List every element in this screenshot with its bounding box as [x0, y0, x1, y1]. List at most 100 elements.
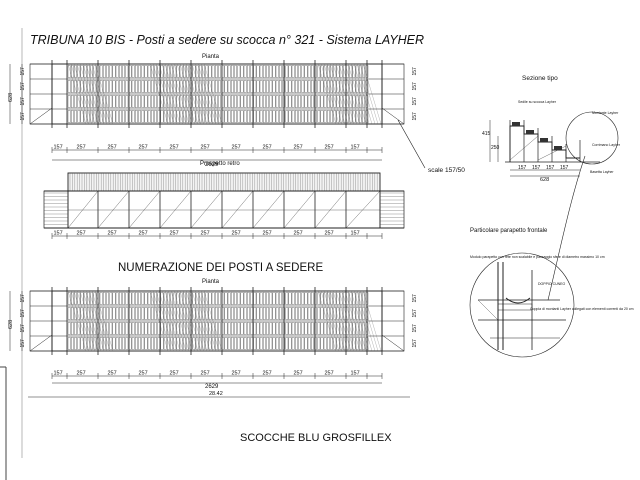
- plan-seat: [112, 110, 116, 123]
- plan-seat: [160, 80, 164, 93]
- plan-seat: [301, 95, 305, 108]
- plan-hatch: [161, 63, 181, 125]
- plan-seat: [147, 322, 151, 335]
- plan-seat: [99, 80, 103, 93]
- plan-hatch: [329, 63, 349, 125]
- plan-seat: [256, 322, 260, 335]
- plan-seat: [298, 337, 301, 350]
- plan-seat: [288, 110, 292, 123]
- section-bottom-dim-3: 157: [546, 165, 555, 171]
- plan-seat: [122, 292, 125, 305]
- parapet-brace: [477, 299, 499, 321]
- plan-seat: [272, 337, 276, 350]
- plan-seat: [349, 80, 353, 93]
- plan-hatch: [176, 63, 196, 125]
- plan-seat: [125, 292, 129, 305]
- plan-seat: [173, 65, 177, 78]
- plan-seat: [211, 110, 215, 123]
- plan-seat: [186, 95, 189, 108]
- plan-seat: [323, 65, 327, 78]
- plan-seat: [119, 95, 122, 108]
- plan-seat: [320, 95, 324, 108]
- plan-seat: [240, 80, 244, 93]
- plan-seat: [263, 307, 266, 320]
- plan-seat: [247, 337, 250, 350]
- plan-hatch: [70, 290, 90, 352]
- plan-seat: [170, 307, 173, 320]
- plan-seat: [128, 337, 132, 350]
- plan-seat: [77, 337, 81, 350]
- plan-seat: [275, 65, 279, 78]
- plan-seat: [279, 322, 282, 335]
- plan-seat: [269, 322, 273, 335]
- plan-seat: [269, 65, 273, 78]
- plan-hatch: [185, 290, 205, 352]
- plan-seat: [189, 95, 193, 108]
- plan-seat: [112, 95, 116, 108]
- plan-hatch: [191, 290, 211, 352]
- bay-dim-label: 257: [232, 145, 241, 151]
- plan-hatch: [185, 63, 205, 125]
- bay-dim-label: 257: [201, 145, 210, 151]
- elevation-brace: [345, 190, 381, 229]
- plan-seat: [330, 110, 333, 123]
- plan-seat: [237, 307, 241, 320]
- plan-seat: [298, 80, 301, 93]
- plan-seat: [218, 95, 221, 108]
- plan-seat: [87, 322, 90, 335]
- plan-seat: [259, 110, 263, 123]
- plan-hatch: [182, 290, 202, 352]
- section-note-base: Basetta Layher: [590, 170, 614, 174]
- plan-seat: [301, 322, 305, 335]
- plan-seat: [288, 322, 292, 335]
- plan-hatch: [152, 290, 172, 352]
- plan-seat: [106, 322, 109, 335]
- plan-seat: [77, 292, 81, 305]
- bay-dim-label: 257: [170, 371, 179, 377]
- plan-seat: [215, 110, 218, 123]
- plan-seat: [291, 95, 295, 108]
- plan-seat: [339, 307, 343, 320]
- plan-seat: [186, 110, 189, 123]
- plan-seat: [96, 337, 100, 350]
- plan-seat: [314, 80, 317, 93]
- plan-seat: [250, 322, 253, 335]
- plan-seat: [211, 322, 215, 335]
- parapet-detail-circle: [469, 252, 575, 358]
- bay-dim-label: 257: [108, 371, 117, 377]
- scale-note: scale 157/50: [428, 167, 465, 174]
- plan-seat: [272, 95, 276, 108]
- plan-seat: [160, 95, 164, 108]
- plan-seat: [128, 322, 132, 335]
- plan-seat: [365, 337, 369, 350]
- plan-seat: [279, 110, 282, 123]
- plan-seat: [333, 65, 337, 78]
- plan-seat: [218, 322, 221, 335]
- plan-seat: [314, 337, 317, 350]
- plan-seat: [291, 65, 295, 78]
- plan-seat: [179, 307, 183, 320]
- plan-seat: [253, 65, 257, 78]
- plan-seat: [189, 322, 193, 335]
- plan-seat: [288, 292, 292, 305]
- plan-seat: [298, 95, 301, 108]
- plan-seat: [330, 307, 333, 320]
- plan-seat: [330, 337, 333, 350]
- plan-seat: [291, 80, 295, 93]
- plan-end-diagonal: [381, 334, 405, 352]
- plan-seat: [231, 292, 234, 305]
- plan-seat: [327, 95, 330, 108]
- plan-seat: [195, 292, 199, 305]
- plan-seat: [131, 307, 135, 320]
- plan-seat: [151, 80, 154, 93]
- scale-leader: [397, 119, 426, 169]
- section-seat-2: [526, 130, 534, 134]
- plan-seat: [125, 110, 129, 123]
- plan-seat: [355, 337, 359, 350]
- plan-seat: [256, 110, 260, 123]
- plan-seat: [349, 322, 353, 335]
- plan-seat: [227, 65, 231, 78]
- plan-seat: [266, 337, 269, 350]
- section-bottom-dim-2: 157: [532, 165, 541, 171]
- plan-seat: [115, 307, 119, 320]
